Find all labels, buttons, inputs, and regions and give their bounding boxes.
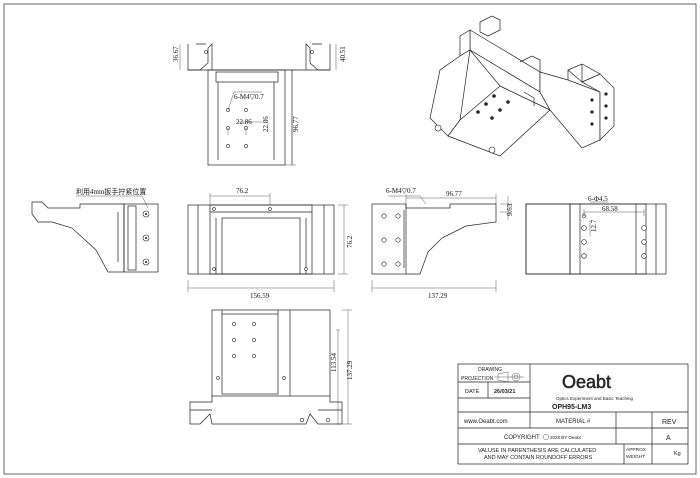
copyright-year: 2028 BY Oeabt xyxy=(550,435,581,440)
date-value: 26/03/21 xyxy=(494,389,515,395)
approx-weight-1: APPROX xyxy=(626,447,647,453)
projection-label: PROJECTION xyxy=(461,376,494,382)
top-view-dim-4: 22.86 xyxy=(236,118,252,126)
top-view: 36.67 40.51 6-M4▽0.7 22.86 22.86 96.77 xyxy=(172,43,347,166)
title-block: DRAWING PROJECTION DATE 26/03/21 Oeabt O… xyxy=(457,363,689,465)
approx-weight-2: WEIGHT xyxy=(626,454,645,460)
copyright-icon xyxy=(543,434,550,441)
rev-value: A xyxy=(666,435,671,442)
front-view: 76.2 76.2 156.59 xyxy=(187,187,354,300)
front-view-dim-2: 76.2 xyxy=(346,235,354,248)
weight-unit: Kg xyxy=(674,451,681,457)
date-label: DATE xyxy=(465,389,480,395)
sheet-border xyxy=(3,3,697,475)
projection-symbol xyxy=(494,371,524,383)
side-view-dim-4: 137.29 xyxy=(428,292,448,300)
top-view-dim-6: 96.77 xyxy=(292,116,300,132)
drawing-label: DRAWING xyxy=(478,367,502,373)
front-left-view: 利用4mm扳手拧紧位置 xyxy=(31,187,159,273)
right-view-dim-1: 6-Φ4.5 xyxy=(588,195,608,203)
website: www.Oeabt.com xyxy=(463,419,508,425)
bottom-view-dim-2: 137.29 xyxy=(346,360,354,380)
side-view-dim-1: 6-M4▽0.7 xyxy=(386,187,416,195)
right-view-dim-2: 68.58 xyxy=(602,205,618,213)
values-note-2: AND MAY CONTAIN ROUNDOFF ERRORS xyxy=(484,455,593,461)
copyright: COPYRIGHT xyxy=(504,435,540,441)
top-view-dim-3: 6-M4▽0.7 xyxy=(234,93,264,101)
rev-label: REV xyxy=(662,419,677,426)
oeabt-logo: Oeabt xyxy=(562,372,612,393)
top-view-dim-5: 22.86 xyxy=(262,116,270,132)
top-view-dim-1: 36.67 xyxy=(172,46,180,62)
side-view-dim-2: 96.77 xyxy=(446,190,462,198)
front-view-dim-1: 76.2 xyxy=(236,187,249,195)
company-tagline: Optics Experiment and Basic Teaching xyxy=(556,396,633,401)
top-view-dim-2: 40.51 xyxy=(339,46,347,62)
side-view-dim-3: 9.63 xyxy=(506,203,514,216)
isometric-view xyxy=(429,15,615,157)
material-label: MATERIAL # xyxy=(556,419,591,425)
wrench-note: 利用4mm扳手拧紧位置 xyxy=(76,187,146,196)
logo-text: Oeabt xyxy=(562,372,611,392)
bottom-view: 113.54 137.29 xyxy=(189,309,354,425)
bottom-view-dim-1: 113.54 xyxy=(330,353,338,372)
part-number: OPH95-LM3 xyxy=(552,404,591,411)
side-view: 6-M4▽0.7 96.77 9.63 137.29 xyxy=(371,187,514,300)
front-view-dim-3: 156.59 xyxy=(250,292,270,300)
values-note-1: VALUSE IN PARENTHESIS ARE CALCULATED xyxy=(478,448,596,454)
right-view-dim-3: 12.7 xyxy=(590,219,598,232)
right-view: 6-Φ4.5 68.58 12.7 xyxy=(525,195,667,275)
